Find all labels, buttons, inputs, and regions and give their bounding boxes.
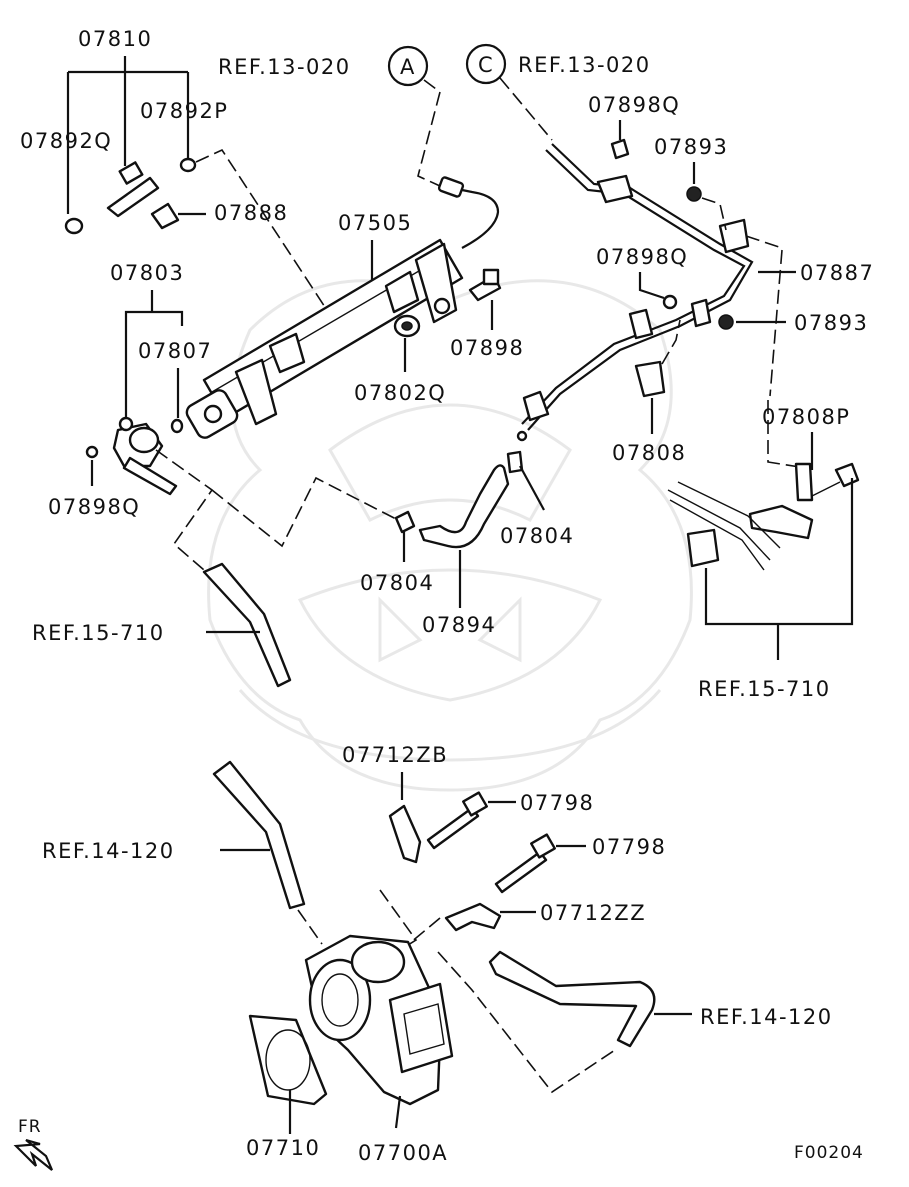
label-07898Q-top: 07898Q <box>588 93 680 117</box>
label-07892P: 07892P <box>140 99 228 123</box>
label-07804-right: 07804 <box>500 524 574 548</box>
label-ref-14-120-right: REF.14-120 <box>700 1005 833 1029</box>
label-07798-b: 07798 <box>592 835 666 859</box>
label-07808: 07808 <box>612 441 686 465</box>
front-direction-arrow-icon <box>13 1138 54 1171</box>
label-07802Q: 07802Q <box>354 381 446 405</box>
label-07893-top: 07893 <box>654 135 728 159</box>
front-direction-indicator: FR <box>13 1117 54 1171</box>
fuel-rail: 07505 07802Q 07898 <box>185 176 524 439</box>
label-circle-a: A <box>400 55 416 79</box>
label-07700A: 07700A <box>358 1141 448 1165</box>
ref-15-710-left: REF.15-710 <box>32 562 292 688</box>
label-07804-left: 07804 <box>360 571 434 595</box>
label-ref-14-120-left: REF.14-120 <box>42 839 175 863</box>
label-07898: 07898 <box>450 336 524 360</box>
label-circle-c: C <box>478 53 494 77</box>
label-07810: 07810 <box>78 27 152 51</box>
label-07712ZB: 07712ZB <box>342 743 448 767</box>
ref-callout-a: REF.13-020 A <box>218 45 441 187</box>
label-07894: 07894 <box>422 613 496 637</box>
label-07803: 07803 <box>110 261 184 285</box>
pressure-regulator: 07803 07807 07898Q <box>48 261 399 571</box>
label-07710: 07710 <box>246 1136 320 1160</box>
label-07807: 07807 <box>138 339 212 363</box>
label-07712ZZ: 07712ZZ <box>540 901 646 925</box>
label-ref-15-710-left: REF.15-710 <box>32 621 165 645</box>
label-07888: 07888 <box>214 201 288 225</box>
label-ref-13-020-c: REF.13-020 <box>518 53 651 77</box>
label-07892Q: 07892Q <box>20 129 112 153</box>
fuel-return-pipe: 07898Q 07893 07898Q 07887 07893 07808 <box>516 93 874 465</box>
label-07798-a: 07798 <box>520 791 594 815</box>
label-ref-13-020-a: REF.13-020 <box>218 55 351 79</box>
label-07887: 07887 <box>800 261 874 285</box>
label-07898Q-left: 07898Q <box>48 495 140 519</box>
bracket-assembly-right: 07808P REF.15-710 <box>667 400 860 701</box>
throttle-body-assembly: REF.14-120 07712ZB 07798 07798 07712ZZ R… <box>42 743 833 1165</box>
label-07808P: 07808P <box>762 405 850 429</box>
fuel-hose: 07804 07804 07894 <box>360 450 574 637</box>
figure-code: F00204 <box>794 1143 864 1163</box>
label-ref-15-710-right: REF.15-710 <box>698 677 831 701</box>
injector-assembly: 07810 07892P 07892Q 07888 <box>20 27 341 331</box>
label-07898Q-mid: 07898Q <box>596 245 688 269</box>
label-fr: FR <box>18 1117 42 1137</box>
label-07505: 07505 <box>338 211 412 235</box>
ref-callout-c: C REF.13-020 <box>465 43 651 141</box>
label-07893-mid: 07893 <box>794 311 868 335</box>
